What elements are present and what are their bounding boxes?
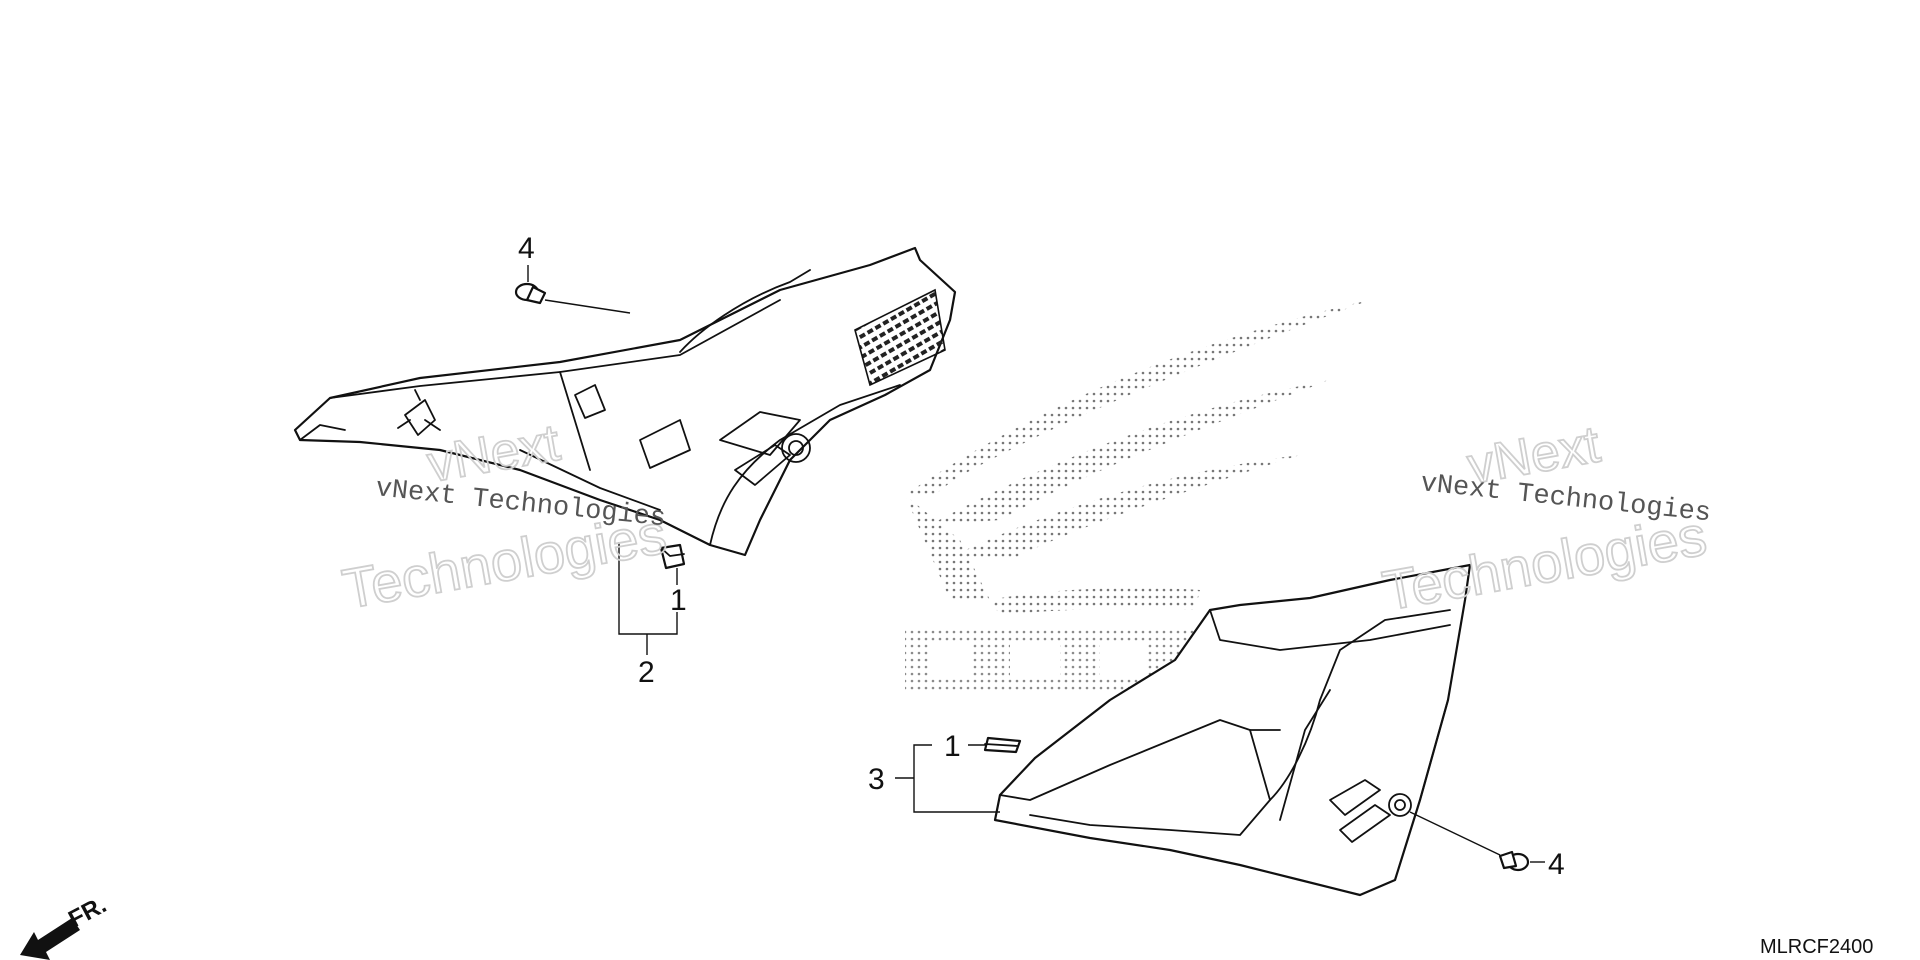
callout-screw-left: 4: [518, 232, 535, 265]
front-direction-arrow: FR.: [20, 891, 111, 960]
grommet-right: [983, 736, 1022, 754]
screw-right: [1498, 850, 1530, 872]
callout-assembly-left: 2: [638, 656, 655, 689]
screw-left: [514, 282, 547, 305]
callout-screw-right: 4: [1548, 848, 1565, 881]
right-side-cover: [993, 563, 1472, 897]
callout-grommet-left: 1: [670, 584, 687, 617]
left-side-cover: [293, 246, 957, 557]
callout-grommet-right: 1: [944, 730, 961, 763]
callout-assembly-right: 3: [868, 763, 885, 796]
grommet-left: [659, 543, 686, 570]
diagram-code: MLRCF2400: [1760, 936, 1873, 958]
